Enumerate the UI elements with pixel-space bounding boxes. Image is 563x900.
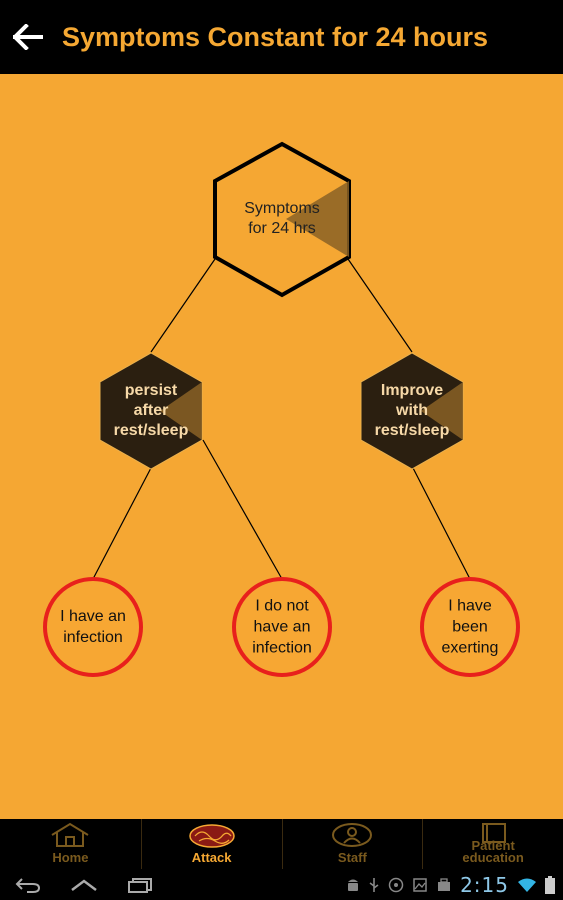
flowchart-canvas: Symptoms for 24 hrs persist after rest/s… [0,74,563,819]
system-home-button[interactable] [56,869,112,900]
decision-left-shade [160,382,202,440]
android-icon [348,879,359,891]
nav-label-attack: Attack [191,850,232,865]
page-title: Symptoms Constant for 24 hours [62,21,489,52]
outcome-circle-2[interactable] [232,577,332,677]
brain-icon [188,824,235,848]
decision-right-shade [421,382,463,440]
battery-icon [545,875,555,894]
connector-left-outcome1 [92,465,153,580]
back-nav-icon [15,877,41,893]
home-icon [51,822,89,847]
connector-left-outcome2 [202,439,283,580]
connector-root-left [150,258,216,353]
person-icon [332,823,373,847]
outcome-label-1: I have an infection [60,608,126,646]
connector-right-outcome3 [411,465,471,580]
decision-hexagon-right[interactable] [360,352,464,470]
root-hexagon-shade [286,181,349,257]
usb-icon [369,877,379,892]
outcome-label-2: I do not have an infection [252,597,312,657]
nav-item-staff[interactable]: Staff [281,819,423,869]
nav-label-staff: Staff [337,850,367,865]
recents-nav-icon [128,877,152,893]
home-nav-icon [71,878,97,891]
outcome-circle-1[interactable] [43,577,143,677]
connector-lines [92,258,471,580]
arrow-left-icon [13,24,43,50]
outcome-label-3: I have been exerting [441,597,499,657]
root-node-label: Symptoms for 24 hrs [244,200,320,237]
wifi-icon [518,878,536,892]
briefcase-icon [438,877,451,891]
nav-item-patient-education[interactable]: Patient education [422,819,563,869]
system-back-button[interactable] [0,869,56,900]
app-header: Symptoms Constant for 24 hours [0,0,563,74]
book-icon [482,823,507,843]
notification-icon [388,877,404,892]
flowchart-graphic [43,141,520,677]
status-clock: 2:15 [460,872,509,897]
connector-root-right [347,258,413,353]
root-hexagon [213,141,351,298]
nav-item-attack[interactable]: Attack [140,819,282,869]
nav-item-home[interactable]: Home [0,819,141,869]
decision-right-label: Improve with rest/sleep [374,382,450,439]
decision-left-label: persist after rest/sleep [113,382,189,439]
outcome-circle-3[interactable] [420,577,520,677]
decision-hexagon-left[interactable] [99,352,203,470]
gallery-icon [413,877,427,892]
status-icons: 2:15 [346,869,555,900]
system-recents-button[interactable] [112,869,168,900]
bottom-nav: Home Attack Staff Patient education [0,819,563,869]
nav-label-home: Home [52,850,89,865]
back-button[interactable] [0,0,56,74]
system-bar: 2:15 [0,869,563,900]
